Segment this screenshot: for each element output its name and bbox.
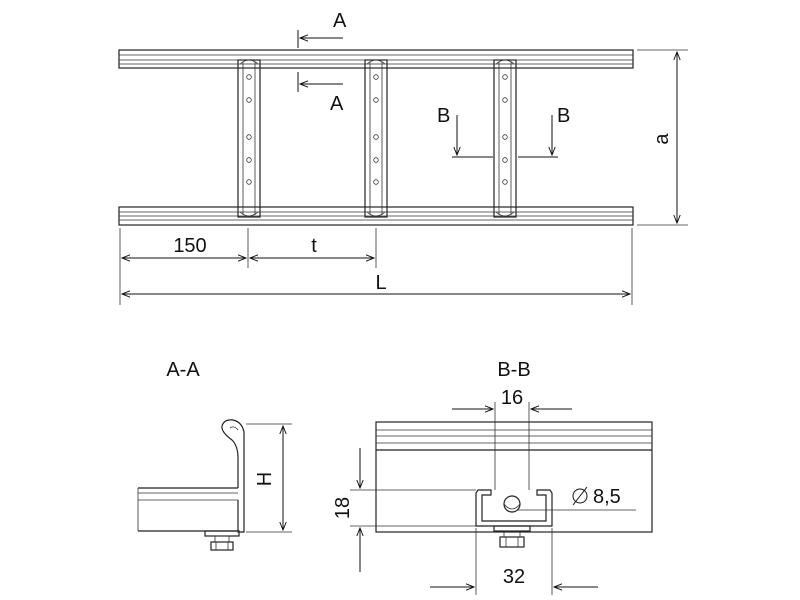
dimension-l: L bbox=[122, 228, 633, 305]
diameter-icon bbox=[572, 486, 588, 506]
dimension-diameter-label: 8,5 bbox=[593, 486, 621, 508]
dimension-t-label: t bbox=[311, 235, 317, 257]
dimension-32-label: 32 bbox=[503, 566, 525, 588]
dimension-h-label: H bbox=[254, 472, 276, 486]
dimension-t: t bbox=[250, 228, 377, 268]
dimension-a: a bbox=[637, 49, 688, 226]
dimension-16: 16 bbox=[452, 387, 572, 490]
dimension-h: H bbox=[246, 423, 292, 533]
rung-3 bbox=[493, 59, 517, 218]
dimension-diameter: 8,5 bbox=[518, 486, 636, 511]
section-a-label-top: A bbox=[333, 10, 347, 32]
rung-1 bbox=[237, 59, 261, 218]
section-aa-view: A-A H bbox=[137, 359, 292, 551]
dimension-32: 32 bbox=[430, 528, 598, 595]
top-view: A A B B a 150 t bbox=[118, 10, 688, 305]
section-b-label-right: B bbox=[557, 105, 570, 127]
section-aa-title: A-A bbox=[166, 359, 200, 381]
section-bb-title: B-B bbox=[497, 359, 530, 381]
section-b-marker: B B bbox=[437, 105, 570, 158]
dimension-a-label: a bbox=[651, 133, 673, 145]
section-bb-view: B-B 16 bbox=[332, 359, 653, 595]
top-rail bbox=[118, 49, 634, 69]
section-aa-bolt bbox=[204, 530, 240, 551]
section-a-marker: A A bbox=[297, 10, 347, 115]
section-a-label-bottom: A bbox=[330, 93, 344, 115]
section-bb-channel bbox=[475, 489, 553, 527]
dimension-16-label: 16 bbox=[501, 387, 523, 409]
section-bb-rail bbox=[375, 421, 653, 533]
section-aa-rung bbox=[137, 487, 238, 532]
dimension-18-label: 18 bbox=[332, 497, 354, 519]
section-aa-rail-profile bbox=[221, 419, 245, 533]
dimension-l-label: L bbox=[375, 272, 386, 294]
dimension-150: 150 bbox=[119, 228, 249, 305]
section-b-label-left: B bbox=[437, 105, 450, 127]
dimension-150-label: 150 bbox=[173, 235, 206, 257]
dimension-18: 18 bbox=[332, 448, 476, 572]
rung-2 bbox=[364, 59, 388, 218]
section-bb-bolt bbox=[493, 495, 531, 548]
